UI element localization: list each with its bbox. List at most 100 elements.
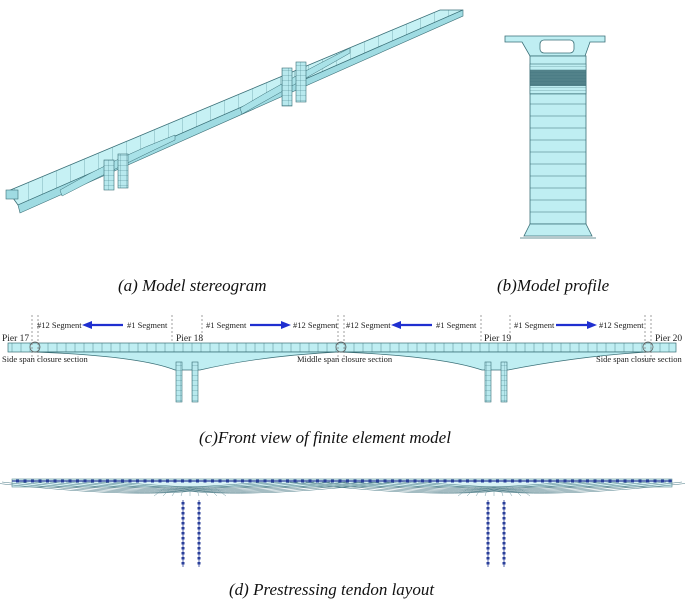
tendon-curve	[337, 481, 495, 491]
tendon-anchor	[211, 479, 214, 483]
pier-tendon-dot	[181, 527, 185, 530]
seg-label-2: #1 Segment	[127, 320, 168, 330]
tendon-curve	[189, 481, 395, 494]
tendon-curves	[0, 481, 685, 497]
profile	[504, 35, 606, 239]
front-dashed-markers	[31, 315, 652, 360]
tendon-anchor	[203, 479, 207, 483]
tendon-anchor	[121, 479, 124, 483]
tendon-curve	[189, 481, 267, 487]
tendon-strand	[207, 486, 218, 497]
tendon-strand	[475, 486, 483, 497]
tendon-anchor	[188, 479, 192, 483]
pier-tendon-dot	[181, 532, 185, 535]
tendon-strand	[505, 486, 513, 497]
tendon-anchor	[233, 479, 237, 483]
pier-tendon-dot	[486, 562, 490, 565]
tendon-curve	[65, 481, 191, 490]
tendon-anchor	[646, 479, 649, 483]
tendon-anchor	[181, 479, 184, 483]
stereo-pier-left-a	[103, 159, 115, 191]
pier-tendon-dot	[502, 507, 506, 510]
pier-tendon-dot	[486, 537, 490, 540]
tendon-anchor	[218, 479, 222, 483]
tendon-anchor	[391, 479, 394, 483]
pier-tendon-dot	[181, 562, 185, 565]
tendon-strand	[457, 486, 471, 497]
seg-label-5: #12 Segment	[346, 320, 391, 330]
tendon-anchor	[196, 479, 199, 483]
pier-tendon-dot	[197, 527, 201, 530]
tendon-curve	[113, 481, 191, 487]
tendon-anchor	[98, 479, 102, 483]
pier-tendon-dot	[181, 512, 185, 515]
tendon-anchor	[331, 479, 334, 483]
tendon-anchor	[421, 479, 424, 483]
tendon-curve	[189, 481, 299, 489]
stereo-haunch-left	[59, 134, 176, 197]
tendon-anchor	[458, 479, 462, 483]
front-pier19-col-a	[484, 361, 492, 403]
tendon-anchor	[136, 479, 139, 483]
tendon-anchor	[53, 479, 57, 483]
tendon-anchor	[668, 479, 672, 483]
stereo-haunch-right	[239, 47, 351, 115]
tendon-anchor	[383, 479, 387, 483]
stereo-pier-right-a	[281, 67, 293, 107]
tendon-curve	[305, 481, 495, 493]
pier-tendon-dot	[181, 542, 185, 545]
pier-tendon-dot	[197, 517, 201, 520]
tendon-curve	[17, 481, 191, 492]
tendon-curve	[493, 481, 587, 488]
tendon-anchor	[661, 479, 664, 483]
profile-footing	[523, 223, 593, 237]
tendon-anchor	[38, 479, 42, 483]
tendon-anchor	[608, 479, 612, 483]
caption-b: (b)Model profile	[497, 276, 610, 295]
caption-c: (c)Front view of finite element model	[199, 428, 451, 447]
front-pier18-col-b	[191, 361, 199, 403]
stereo-pier-right-b	[295, 61, 307, 103]
tendon-curve	[353, 481, 495, 491]
tendon-curve	[417, 481, 495, 487]
caption-a: (a) Model stereogram	[118, 276, 267, 295]
tendon-strand	[511, 486, 522, 497]
pier-tendon-dot	[486, 502, 490, 505]
tendon-anchor	[593, 479, 597, 483]
tendon-anchor	[601, 479, 604, 483]
tendon-curve	[369, 481, 495, 490]
pier-tendon-dot	[502, 512, 506, 515]
tendon-anchor	[556, 479, 559, 483]
seg-label-4: #12 Segment	[293, 320, 338, 330]
pier-tendon-dot	[181, 517, 185, 520]
tendon-anchor	[166, 479, 169, 483]
pier-tendon-dot	[502, 522, 506, 525]
tendon-anchor	[466, 479, 469, 483]
tendon-curve	[385, 481, 495, 489]
pier-tendon-dot	[181, 547, 185, 550]
tendon-anchor	[518, 479, 522, 483]
pier-tendon-dot	[181, 507, 185, 510]
tendon-anchor	[173, 479, 177, 483]
tendon-anchor	[128, 479, 132, 483]
pier-tendon-dot	[486, 532, 490, 535]
tendon-anchor	[503, 479, 507, 483]
tendon-anchor	[436, 479, 439, 483]
tendon-anchor	[496, 479, 499, 483]
tendon-anchor	[563, 479, 567, 483]
tendon-anchor	[31, 479, 34, 483]
tendon-anchor	[23, 479, 27, 483]
pier-tendon-dot	[197, 547, 201, 550]
tendon-anchor	[548, 479, 552, 483]
tendon-anchor	[16, 479, 19, 483]
pier-tendon-dot	[486, 547, 490, 550]
tendon-anchor	[541, 479, 544, 483]
tendon-curve	[81, 481, 191, 489]
stereo-deck-end	[5, 189, 19, 200]
tendon-anchor	[151, 479, 154, 483]
pier-tendon-dot	[502, 532, 506, 535]
tendon-curve	[189, 481, 363, 492]
tendon-anchor	[293, 479, 297, 483]
tendon-curve	[401, 481, 495, 488]
